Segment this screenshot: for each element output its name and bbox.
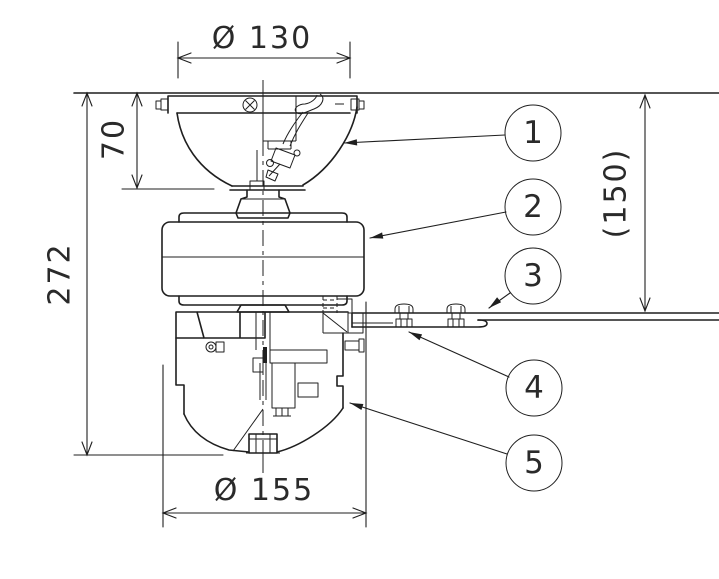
clevis-pin	[266, 159, 274, 167]
dome-crease	[232, 408, 264, 452]
motor-top-cap	[178, 212, 348, 223]
leader-arrow-icon	[350, 403, 364, 410]
coupling-body	[235, 189, 291, 219]
bolt-head	[446, 303, 466, 313]
arrow-icon	[639, 297, 651, 313]
callout-5: 5	[349, 402, 563, 492]
callout-4-leader	[408, 331, 510, 378]
motor-hub	[236, 304, 290, 313]
bolt-nut	[447, 318, 465, 328]
dim-motor-diameter: Ø 155	[161, 301, 368, 528]
callout-4-circle	[505, 359, 563, 417]
bolt-head	[394, 303, 414, 313]
arrow-icon	[352, 507, 368, 519]
leader-arrow-icon	[370, 232, 384, 239]
callout-2: 2	[369, 178, 562, 239]
arrow-icon	[131, 91, 143, 107]
left-screw	[160, 98, 169, 111]
bolt-nut	[395, 318, 413, 328]
right-screw-head	[358, 100, 365, 110]
callout-1: 1	[343, 104, 562, 162]
arrow-icon	[639, 93, 651, 109]
motor-body	[161, 221, 365, 297]
linkage	[265, 163, 281, 182]
callout-5-number: 5	[524, 445, 544, 481]
dim-ceiling-to-blade: (150)	[599, 93, 651, 313]
dim-canopy-diameter: Ø 130	[176, 21, 352, 79]
dim-label: Ø 155	[214, 473, 314, 508]
housing-screw	[205, 341, 217, 353]
ball-joint	[270, 147, 296, 169]
callout-4-number: 4	[524, 370, 544, 406]
switch-body	[271, 362, 296, 409]
callout-4: 4	[408, 331, 563, 417]
switch-box	[269, 349, 328, 364]
capacitor	[297, 382, 319, 398]
canopy-bowl-left	[176, 112, 233, 187]
downrod-coupling	[235, 189, 291, 219]
dim-label: 272	[43, 242, 78, 305]
leader-arrow-icon	[409, 332, 423, 341]
arrow-icon	[131, 174, 143, 190]
housing-plate	[175, 311, 349, 339]
bolt-shank	[451, 312, 461, 320]
bolt-nut-facets	[400, 319, 408, 327]
callout-1-leader	[343, 134, 506, 144]
dim-label: Ø 130	[212, 21, 312, 56]
clevis-pin	[293, 149, 301, 157]
blade-bracket	[351, 303, 719, 328]
connector	[252, 357, 264, 373]
flange-gusset	[322, 298, 353, 334]
dim-overall-height: 272	[43, 91, 224, 457]
canopy	[155, 93, 365, 191]
callout-5-leader	[349, 402, 508, 455]
callout-3-circle	[504, 247, 562, 305]
screw-bracket	[215, 341, 225, 353]
lead-wires	[259, 363, 267, 400]
callout-2-number: 2	[523, 189, 543, 225]
leader-arrow-icon	[344, 139, 358, 146]
safety-hook-icon	[294, 93, 324, 115]
dome-left	[183, 413, 250, 453]
callout-1-number: 1	[523, 115, 543, 151]
callout-1-circle	[504, 104, 562, 162]
hidden-bolt-hole	[322, 296, 338, 313]
housing-right-edge	[336, 332, 344, 409]
callout-3-number: 3	[523, 258, 543, 294]
hanger-column	[262, 96, 297, 150]
callout-2-leader	[369, 211, 507, 239]
callout-5-circle	[505, 434, 563, 492]
arrow-icon	[161, 507, 177, 519]
dim-label: 70	[97, 118, 132, 160]
canopy-bowl-bottom	[229, 185, 306, 191]
left-screw-head	[155, 100, 162, 110]
phillips-screw-icon	[242, 97, 258, 113]
lower-housing	[175, 296, 365, 454]
side-bolt-head	[358, 338, 365, 353]
arrow-icon	[336, 52, 352, 64]
dim-label: (150)	[599, 148, 634, 239]
bolt-nut-facets	[452, 319, 460, 327]
side-bolt	[344, 340, 360, 351]
housing-left-edge	[175, 337, 185, 415]
shaft-key	[263, 347, 267, 363]
canopy-bowl-right	[302, 106, 358, 186]
bottom-nut-facets	[246, 434, 280, 454]
callout-2-circle	[504, 178, 562, 236]
switch-pins	[273, 408, 291, 417]
phillips-cross-icon	[245, 100, 255, 110]
callout-3: 3	[488, 247, 562, 309]
arrow-icon	[81, 91, 93, 107]
shaft-lines	[255, 312, 271, 350]
dome-right	[276, 407, 344, 453]
housing-screw-center	[208, 344, 214, 350]
bolt-shank	[399, 312, 409, 320]
leader-arrow-icon	[489, 297, 502, 308]
dim-canopy-height: 70	[97, 91, 215, 190]
arrow-icon	[176, 52, 192, 64]
wires	[282, 111, 309, 147]
